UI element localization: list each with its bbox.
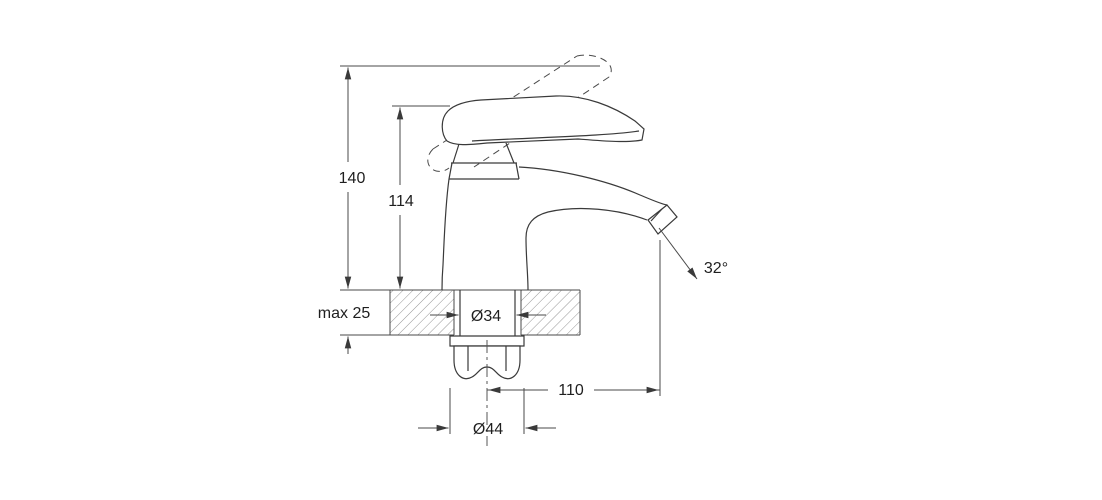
dim-overall-height: 140 bbox=[339, 65, 600, 289]
deck-hatch-left bbox=[390, 290, 454, 335]
dim-base-diameter: Ø44 bbox=[418, 388, 556, 438]
body-left-edge bbox=[441, 178, 450, 291]
spout-top-edge bbox=[518, 166, 668, 206]
aerator bbox=[647, 204, 678, 235]
lever-handle-outline bbox=[441, 95, 645, 146]
dim-spout-projection: 110 bbox=[487, 240, 661, 399]
faucet-drawing bbox=[427, 54, 678, 446]
shank bbox=[459, 290, 516, 336]
dim-110-label: 110 bbox=[558, 382, 584, 399]
dim-spout-angle: 32° bbox=[658, 227, 728, 280]
deck-hatch-right bbox=[521, 290, 580, 335]
dim-body-height: 114 bbox=[388, 105, 450, 289]
dim-32deg-label: 32° bbox=[704, 260, 728, 277]
dim-dia34-label: Ø34 bbox=[471, 308, 501, 325]
body-right-edge-and-spout-underside bbox=[525, 207, 648, 291]
dim-114-label: 114 bbox=[388, 193, 414, 210]
aerator-band bbox=[650, 208, 663, 222]
dim-shank-diameter: Ø34 bbox=[430, 308, 546, 325]
dim-deck-thickness: max 25 bbox=[318, 305, 371, 354]
dim-dia44-label: Ø44 bbox=[473, 421, 503, 438]
dim-max25-label: max 25 bbox=[318, 305, 371, 322]
lever-base bbox=[448, 142, 520, 180]
dim-140-label: 140 bbox=[339, 170, 366, 187]
lever-handle-crease bbox=[471, 130, 640, 142]
